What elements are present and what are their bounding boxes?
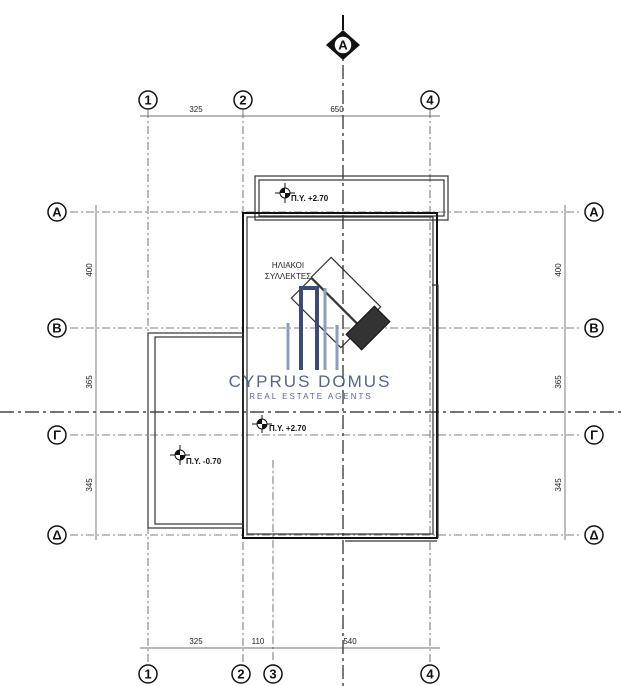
grid-bubble-left-g: Γ bbox=[47, 425, 67, 445]
grid-bubble-left-b: Β bbox=[47, 318, 67, 338]
dim-right-3: 345 bbox=[554, 478, 563, 492]
solar-label-line1: ΗΛΙΑΚΟΙ bbox=[272, 261, 304, 270]
svg-text:2: 2 bbox=[239, 93, 246, 108]
dim-left-1: 400 bbox=[85, 263, 94, 277]
svg-text:Α: Α bbox=[52, 205, 62, 220]
grid-bubble-right-d: Δ bbox=[584, 525, 604, 545]
grid-bubble-left-d: Δ bbox=[47, 525, 67, 545]
svg-text:Β: Β bbox=[52, 321, 61, 336]
grid-bubble-bottom-3: 3 bbox=[263, 664, 283, 684]
section-marker: A bbox=[326, 30, 360, 60]
level-marker-lower: Π.Υ. -0.70 bbox=[170, 445, 222, 466]
grid-bubble-bottom-2: 2 bbox=[231, 664, 251, 684]
svg-text:Β: Β bbox=[589, 321, 598, 336]
level-label-upper: Π.Υ. +2.70 bbox=[291, 194, 329, 203]
dim-left-2: 365 bbox=[85, 375, 94, 389]
level-label-main: Π.Υ. +2.70 bbox=[269, 424, 307, 433]
svg-text:3: 3 bbox=[269, 667, 276, 682]
dim-right-2: 365 bbox=[554, 375, 563, 389]
grid-bubble-top-4: 4 bbox=[420, 90, 440, 110]
grid-bubble-left-a: Α bbox=[47, 202, 67, 222]
grid-bubble-top-2: 2 bbox=[233, 90, 253, 110]
svg-text:Δ: Δ bbox=[52, 528, 61, 543]
watermark-tagline: REAL ESTATE AGENTS bbox=[249, 392, 372, 401]
watermark-logo: CYPRUS DOMUS REAL ESTATE AGENTS bbox=[229, 286, 392, 401]
svg-text:Α: Α bbox=[589, 205, 599, 220]
dim-top-2: 650 bbox=[330, 105, 344, 114]
dim-bottom-1: 325 bbox=[189, 637, 203, 646]
grid-bubble-right-a: Α bbox=[584, 202, 604, 222]
svg-text:Γ: Γ bbox=[590, 428, 598, 443]
solar-label-line2: ΣΥΛΛΕΚΤΕΣ bbox=[265, 272, 311, 281]
section-marker-label: A bbox=[338, 38, 348, 53]
dimension-lines bbox=[95, 115, 566, 649]
grid-bubble-bottom-4: 4 bbox=[420, 664, 440, 684]
svg-text:4: 4 bbox=[426, 93, 434, 108]
dim-bottom-3: 540 bbox=[343, 637, 357, 646]
svg-text:4: 4 bbox=[426, 667, 434, 682]
level-marker-main: Π.Υ. +2.70 bbox=[252, 415, 307, 433]
building-outline bbox=[147, 175, 449, 542]
grid-bubble-right-b: Β bbox=[584, 318, 604, 338]
dim-left-3: 345 bbox=[85, 478, 94, 492]
svg-text:Δ: Δ bbox=[589, 528, 598, 543]
grid-bubble-top-1: 1 bbox=[138, 90, 158, 110]
dim-bottom-2: 110 bbox=[252, 637, 265, 646]
svg-text:1: 1 bbox=[144, 93, 151, 108]
dim-top-1: 325 bbox=[189, 105, 203, 114]
svg-text:2: 2 bbox=[237, 667, 244, 682]
dim-right-1: 400 bbox=[554, 263, 563, 277]
watermark-name: CYPRUS DOMUS bbox=[229, 372, 392, 391]
grid-bubble-right-g: Γ bbox=[584, 425, 604, 445]
level-label-lower: Π.Υ. -0.70 bbox=[186, 457, 222, 466]
svg-text:1: 1 bbox=[144, 667, 151, 682]
svg-text:Γ: Γ bbox=[53, 428, 61, 443]
level-marker-upper: Π.Υ. +2.70 bbox=[275, 183, 329, 203]
grid-bubble-bottom-1: 1 bbox=[138, 664, 158, 684]
